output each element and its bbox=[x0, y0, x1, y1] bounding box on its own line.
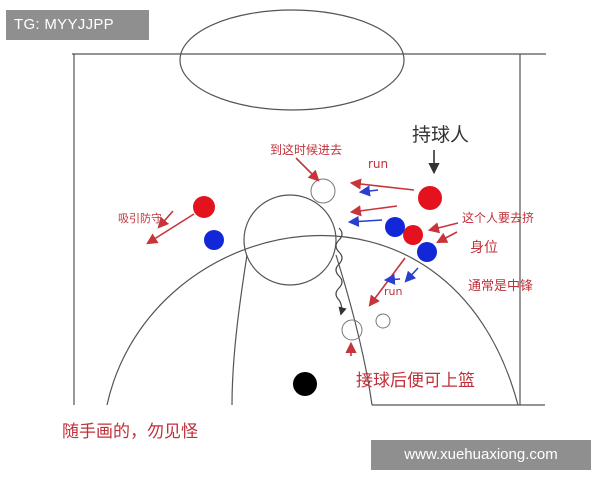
watermark-top: TG: MYYJJPP bbox=[6, 10, 149, 40]
label-left-note: 吸引防守 bbox=[118, 211, 162, 225]
label-screen-note-1: 这个人要去挤 bbox=[462, 210, 534, 225]
cut-position-small bbox=[375, 313, 391, 329]
arrow-screen-left bbox=[427, 222, 459, 234]
label-screen-note-3: 通常是中锋 bbox=[468, 279, 533, 294]
label-run-top: run bbox=[368, 157, 388, 171]
offense-player-ball-handler bbox=[418, 186, 442, 210]
label-cut-in: 到这时候进去 bbox=[270, 142, 342, 157]
three-point-arc bbox=[106, 234, 519, 406]
defense-player-high bbox=[385, 217, 405, 237]
arrow-blue-cut bbox=[347, 215, 383, 228]
label-run-mid: run bbox=[384, 285, 402, 298]
arrow-screen-push bbox=[436, 231, 458, 244]
arrow-ball-handler-pass bbox=[349, 178, 415, 191]
offense-player-screener bbox=[403, 225, 423, 245]
label-catch-note: 接球后便可上篮 bbox=[356, 371, 475, 391]
label-screen-note-2: 身位 bbox=[470, 240, 498, 256]
arrow-wing-diag bbox=[157, 210, 174, 229]
arrow-screener-move bbox=[349, 205, 398, 217]
defense-player-left bbox=[204, 230, 224, 250]
defense-player-screened bbox=[417, 242, 437, 262]
offense-player-wing-left bbox=[193, 196, 215, 218]
free-throw-circle bbox=[243, 194, 337, 286]
center-circle bbox=[179, 9, 405, 111]
basket-ball bbox=[293, 372, 317, 396]
arrow-blue-up bbox=[358, 185, 379, 197]
cut-position-top bbox=[310, 178, 336, 204]
watermark-bottom: www.xuehuaxiong.com bbox=[371, 440, 591, 470]
arrow-cut-top bbox=[295, 157, 320, 182]
lane-line-right bbox=[335, 254, 373, 406]
cut-position-bottom bbox=[341, 319, 363, 341]
label-footer-note: 随手画的，勿见怪 bbox=[62, 422, 198, 442]
arrow-left-wing bbox=[146, 213, 195, 245]
court-lines bbox=[72, 9, 546, 406]
label-ball-handler: 持球人 bbox=[412, 124, 469, 146]
arrow-blue-mid bbox=[383, 273, 401, 285]
arrow-blue-down bbox=[404, 267, 419, 283]
dribble-squiggle bbox=[335, 227, 347, 316]
lane-line-left bbox=[231, 254, 248, 406]
movement-arrows bbox=[146, 150, 459, 356]
